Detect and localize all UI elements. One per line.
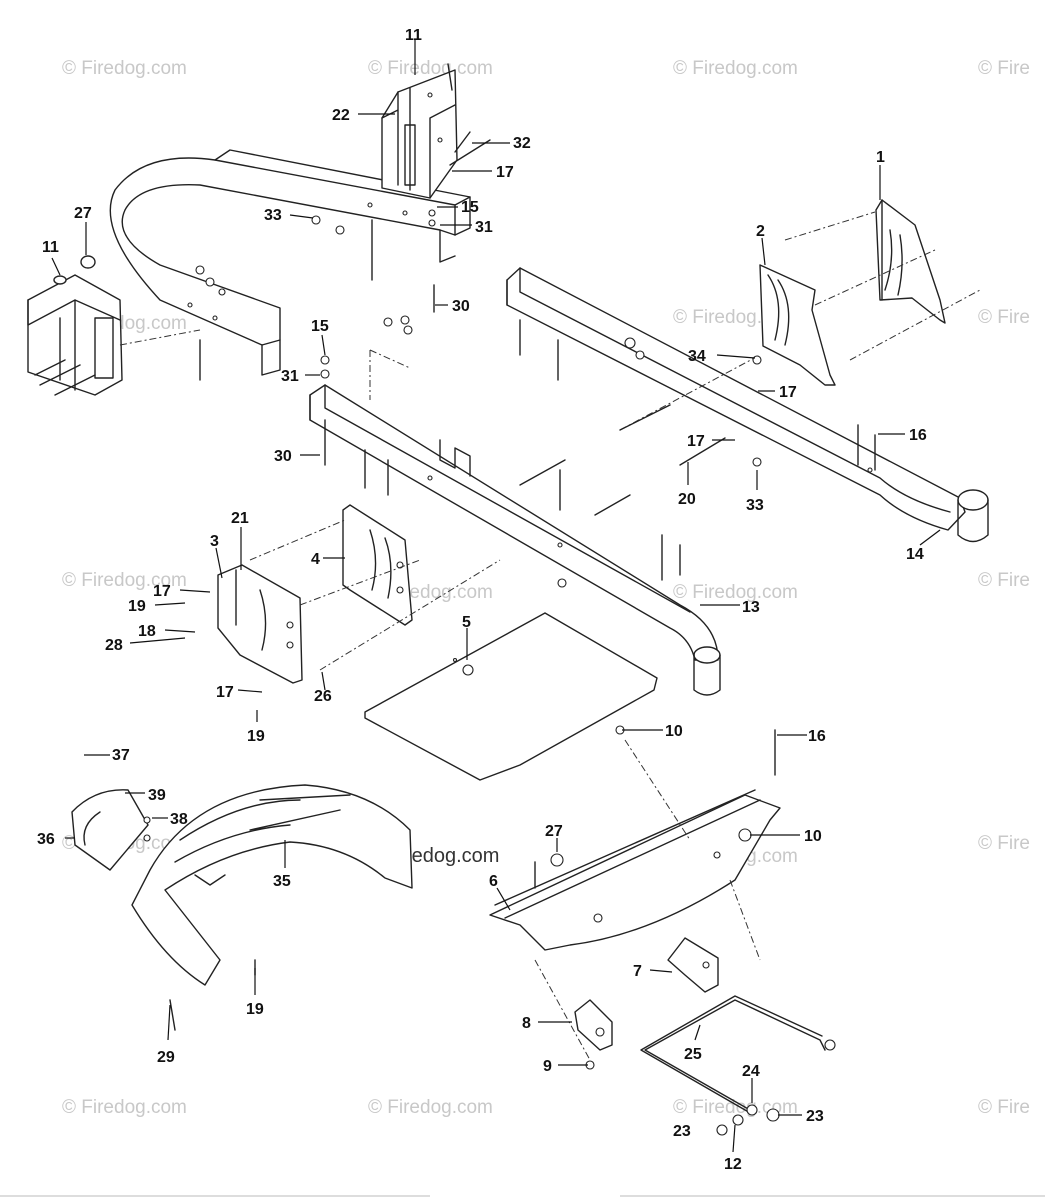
callout: 11: [405, 27, 422, 44]
callout: 25: [684, 1046, 702, 1063]
callout: 17: [153, 583, 171, 600]
callout: 11: [42, 239, 59, 256]
callout: 31: [281, 368, 299, 385]
watermark: © Firedog.com: [673, 58, 798, 79]
rod: [640, 995, 836, 1115]
callout: 15: [461, 199, 479, 216]
watermark: © Fire: [978, 833, 1030, 854]
callout: 16: [909, 427, 927, 444]
callout: 17: [216, 684, 234, 701]
rear-plate: [875, 199, 946, 324]
callout: 31: [475, 219, 493, 236]
watermark: © Firedog.com: [62, 58, 187, 79]
callout: 18: [138, 623, 156, 640]
watermark: © Firedog.com: [62, 570, 187, 591]
callout: 17: [687, 433, 705, 450]
callouts: 11 22 32 17 15 31 33 27 11 30 1 2 34 17 …: [37, 27, 927, 1173]
callout: 8: [522, 1015, 531, 1032]
right-frame-rail: [506, 267, 989, 543]
assembly-lines: [119, 211, 981, 1061]
callout: 7: [633, 963, 642, 980]
callout: 4: [311, 551, 320, 568]
watermark: © Fire: [978, 1097, 1030, 1118]
callout: 15: [311, 318, 329, 335]
callout: 19: [246, 1001, 264, 1018]
callout: 32: [513, 135, 531, 152]
callout: 9: [543, 1058, 552, 1075]
callout: 34: [688, 348, 706, 365]
callout: 35: [273, 873, 291, 890]
leader-lines: [51, 40, 941, 1153]
callout: 14: [906, 546, 924, 563]
callout: 19: [128, 598, 146, 615]
callout: 30: [274, 448, 292, 465]
left-mount-bracket: [27, 255, 123, 396]
callout: 23: [673, 1123, 691, 1140]
callout: 39: [148, 787, 166, 804]
fasteners: [34, 131, 876, 1070]
callout: 17: [496, 164, 514, 181]
callout: 16: [808, 728, 826, 745]
watermark: © Fire: [978, 570, 1030, 591]
left-frame-rail: [309, 384, 721, 696]
callout: 6: [489, 873, 498, 890]
cover: [71, 789, 149, 871]
callout: 23: [806, 1108, 824, 1125]
callout: 13: [742, 599, 760, 616]
watermark: © Firedog.com: [673, 1097, 798, 1118]
watermark: © Firedog.com: [368, 58, 493, 79]
callout: 38: [170, 811, 188, 828]
callout: 24: [742, 1063, 760, 1080]
callout: 10: [665, 723, 683, 740]
callout: 5: [462, 614, 471, 631]
callout: 10: [804, 828, 822, 845]
callout: 22: [332, 107, 350, 124]
callout: 36: [37, 831, 55, 848]
callout: 29: [157, 1049, 175, 1066]
callout: 37: [112, 747, 130, 764]
bracket: [667, 937, 719, 993]
callout: 33: [264, 207, 282, 224]
side-plate: [759, 264, 836, 386]
watermark: © Firedog.com: [673, 582, 798, 603]
callout: 27: [74, 205, 92, 222]
pivot-bracket: [574, 999, 613, 1051]
callout: 3: [210, 533, 219, 550]
callout: 28: [105, 637, 123, 654]
callout: 33: [746, 497, 764, 514]
watermark: © Firedog.com: [368, 1097, 493, 1118]
side-plate-front: [217, 564, 303, 684]
watermark: © Fire: [978, 58, 1030, 79]
upper-mount-bracket: [381, 63, 458, 199]
callout: 20: [678, 491, 696, 508]
rear-u-frame: [109, 149, 471, 376]
callout: 12: [724, 1156, 742, 1173]
callout: 19: [247, 728, 265, 745]
fender: [131, 784, 413, 986]
front-shroud: [489, 789, 781, 951]
callout: 30: [452, 298, 470, 315]
callout: 27: [545, 823, 563, 840]
callout: 2: [756, 223, 765, 240]
callout: 1: [876, 149, 885, 166]
watermark: © Firedog.com: [62, 1097, 187, 1118]
callout: 17: [779, 384, 797, 401]
watermark: © Fire: [978, 307, 1030, 328]
callout: 26: [314, 688, 332, 705]
height-plate: [342, 504, 413, 626]
floor-panel: [364, 612, 658, 781]
callout: 21: [231, 510, 249, 527]
